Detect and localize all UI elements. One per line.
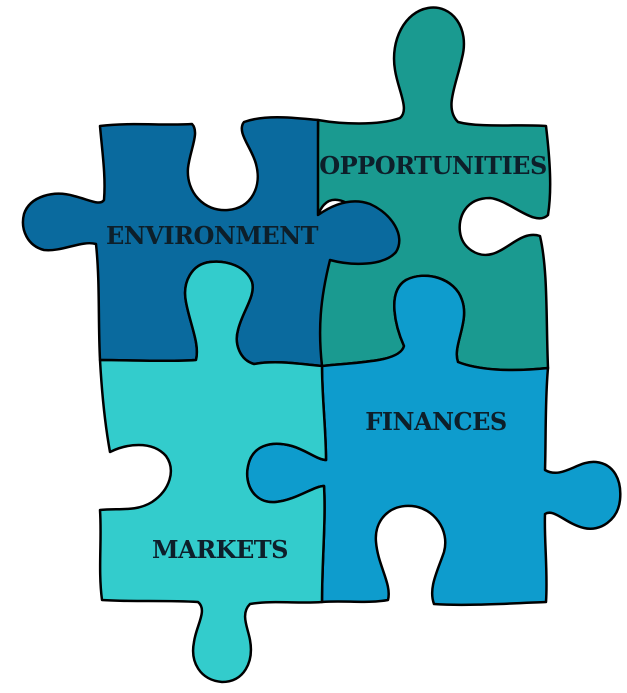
environment-label: ENVIRONMENT [106, 221, 319, 250]
markets-piece [98, 260, 328, 684]
finances-label: FINANCES [365, 407, 507, 436]
opportunities-label: OPPORTUNITIES [319, 151, 547, 180]
markets-label: MARKETS [152, 535, 288, 564]
